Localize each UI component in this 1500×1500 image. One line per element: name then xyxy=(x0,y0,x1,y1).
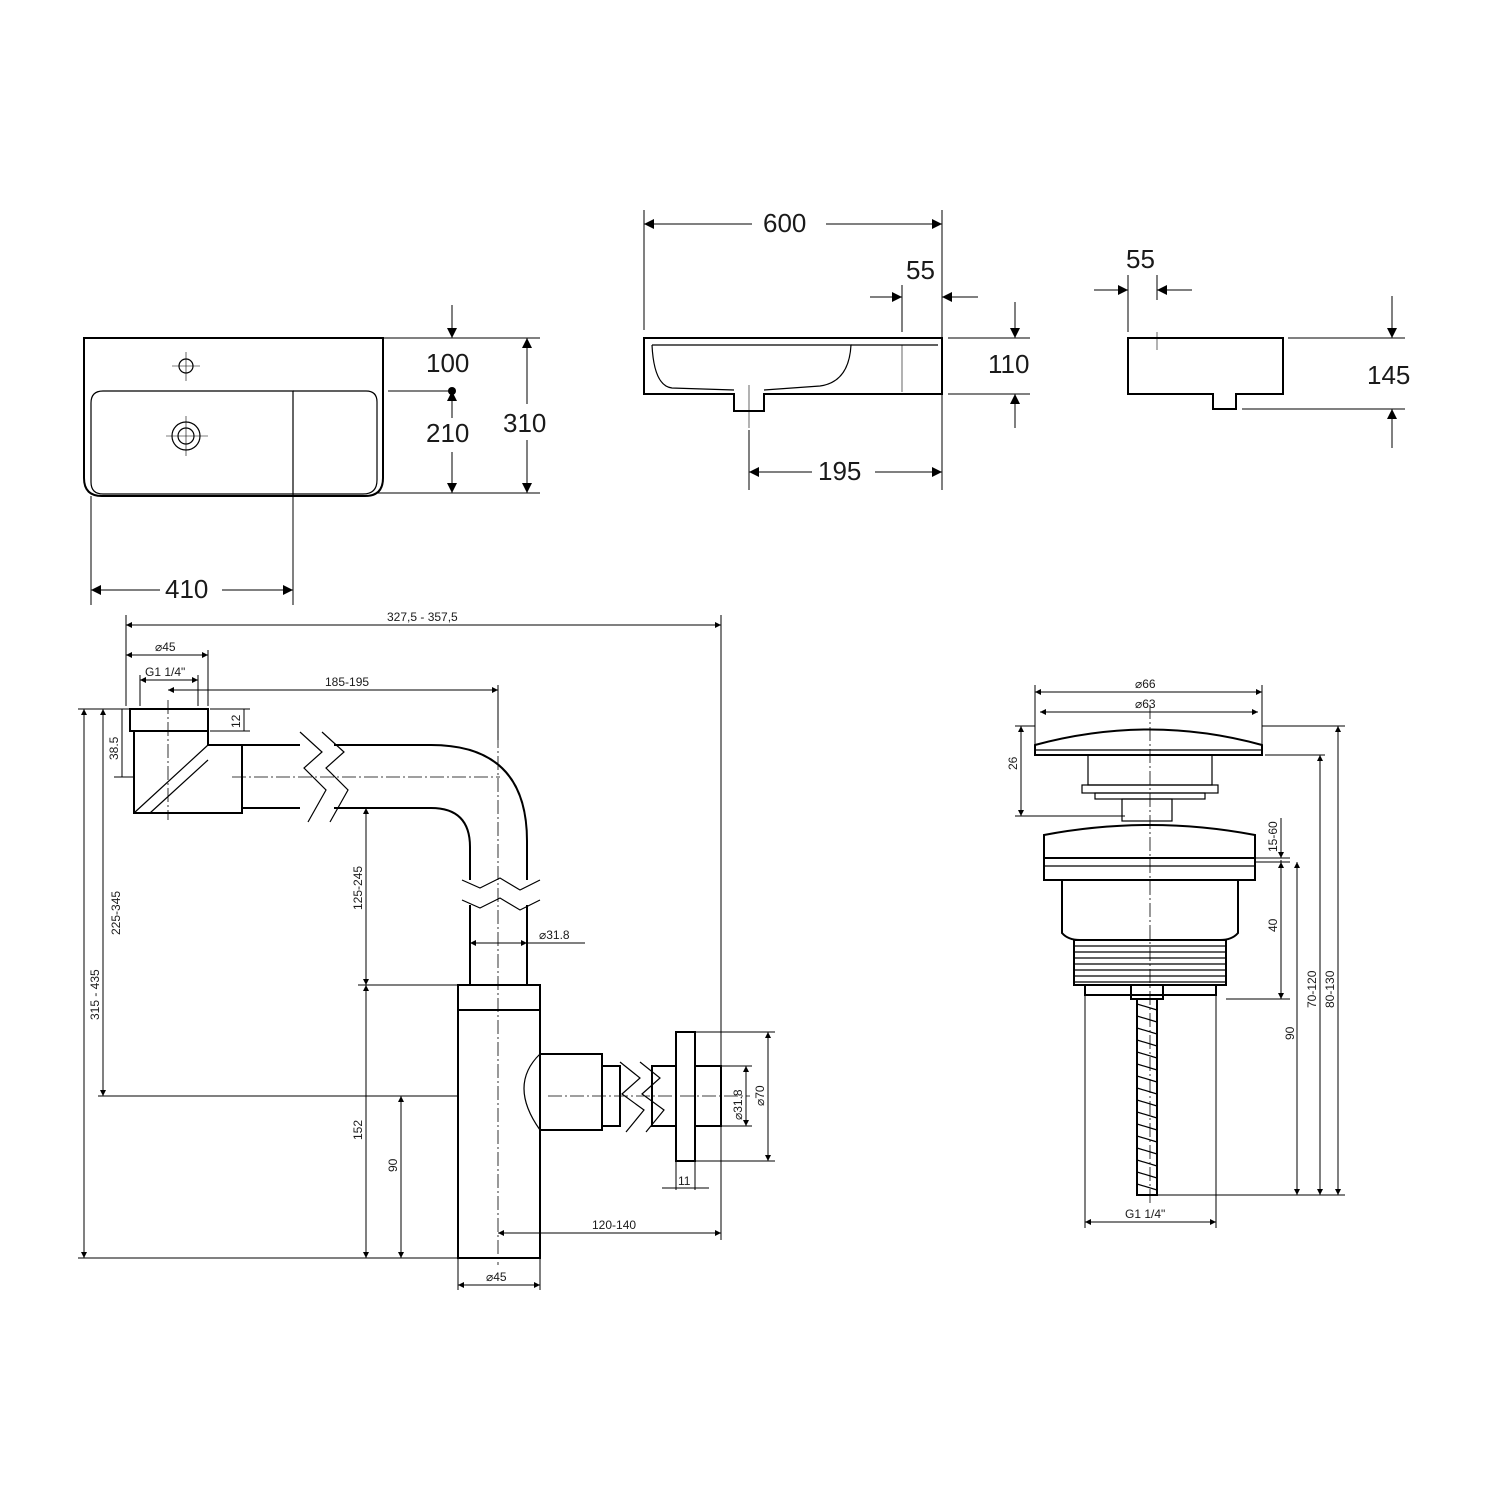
dim-label: 315 - 435 xyxy=(88,969,102,1020)
dim-label: 210 xyxy=(426,418,469,448)
dim-label: 145 xyxy=(1367,360,1410,390)
dim-label: 38.5 xyxy=(107,736,121,760)
dim-label: ⌀66 xyxy=(1135,677,1156,691)
dim-label: 26 xyxy=(1006,756,1020,770)
dim-label: 90 xyxy=(1283,1026,1297,1040)
dim-label: 80-130 xyxy=(1323,970,1337,1008)
dim-label: 12 xyxy=(229,714,243,728)
dim-label: 40 xyxy=(1266,918,1280,932)
dim-label: ⌀45 xyxy=(486,1270,507,1284)
dim-label: ⌀31.8 xyxy=(731,1089,745,1120)
dim-label: G1 1/4" xyxy=(145,665,185,679)
dim-label: ⌀45 xyxy=(155,640,176,654)
dim-label: 55 xyxy=(906,255,935,285)
drain-drawing: ⌀66 ⌀63 26 15-60 40 90 70-120 80-130 xyxy=(1006,677,1345,1228)
dim-label: ⌀70 xyxy=(753,1085,767,1106)
basin-top-view: 100 210 310 410 xyxy=(83,305,546,605)
dim-label: 195 xyxy=(818,456,861,486)
dim-label: 410 xyxy=(165,574,208,604)
dim-label: 55 xyxy=(1126,244,1155,274)
dim-label: 110 xyxy=(988,349,1029,379)
dim-label: 15-60 xyxy=(1266,821,1280,852)
dim-label: 310 xyxy=(503,408,546,438)
dim-label: 100 xyxy=(426,348,469,378)
dim-label: 90 xyxy=(386,1158,400,1172)
basin-side-view: 55 145 xyxy=(1094,244,1410,448)
siphon-drawing: 327,5 - 357,5 ⌀45 G1 1/4" 185-195 12 38.… xyxy=(78,610,775,1290)
dim-label: 120-140 xyxy=(592,1218,636,1232)
dim-label: 327,5 - 357,5 xyxy=(387,610,458,624)
dim-label: 185-195 xyxy=(325,675,369,689)
dim-label: 225-345 xyxy=(109,891,123,935)
dim-label: 152 xyxy=(351,1120,365,1140)
dim-label: ⌀31.8 xyxy=(539,928,570,942)
dim-label: 600 xyxy=(763,208,806,238)
dim-label: ⌀63 xyxy=(1135,697,1156,711)
dim-label: G1 1/4" xyxy=(1125,1207,1165,1221)
basin-front-view: 600 55 110 195 xyxy=(643,208,1030,490)
dim-label: 125-245 xyxy=(351,866,365,910)
dim-label: 70-120 xyxy=(1305,970,1319,1008)
dim-label: 11 xyxy=(678,1174,691,1188)
